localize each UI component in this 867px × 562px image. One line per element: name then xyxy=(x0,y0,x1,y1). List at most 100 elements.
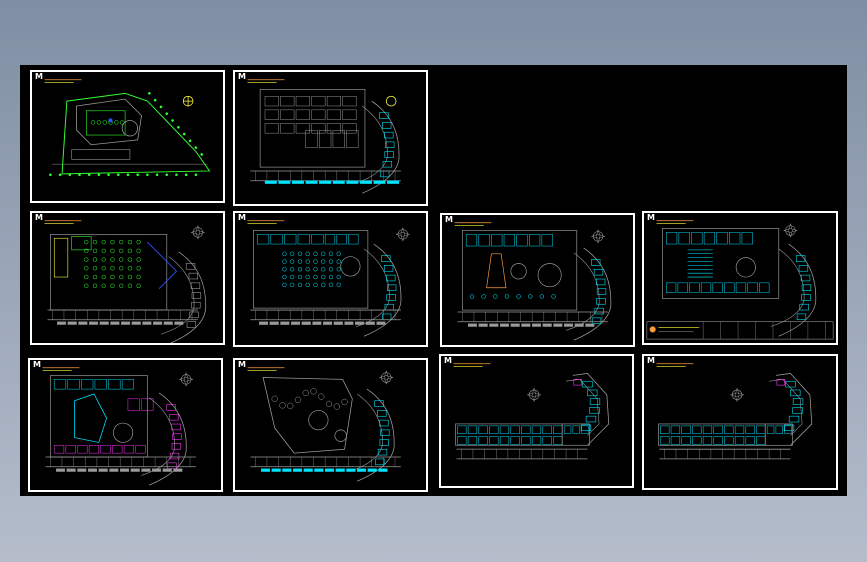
wing-room xyxy=(190,282,201,289)
wing-room xyxy=(788,415,800,423)
dining-table xyxy=(110,266,115,271)
sheet-sixth-floor[interactable]: M xyxy=(233,358,428,492)
room xyxy=(65,445,76,454)
wing-room xyxy=(801,284,812,291)
dining-table xyxy=(92,248,98,254)
room xyxy=(88,445,100,454)
sheet-title-block: M xyxy=(647,214,655,222)
sheet-typical-floor-a[interactable]: M xyxy=(439,354,634,488)
window xyxy=(163,321,173,325)
room xyxy=(678,232,690,245)
sheet-mark: M xyxy=(445,215,453,224)
tree-icon xyxy=(194,173,198,177)
room xyxy=(529,234,541,247)
tree-icon xyxy=(153,98,157,102)
room xyxy=(681,425,691,434)
window xyxy=(67,321,77,325)
sheet-basement-plan[interactable]: M xyxy=(233,70,428,206)
wing-room xyxy=(593,269,604,276)
tree-icon xyxy=(200,153,204,156)
room xyxy=(264,109,279,120)
room xyxy=(531,436,542,445)
dining-table xyxy=(136,266,141,271)
sheet-typical-floor-b[interactable]: M xyxy=(642,354,838,490)
dining-table xyxy=(84,274,89,280)
window xyxy=(332,180,345,184)
sheet-title-block: M xyxy=(238,73,246,81)
round-hall xyxy=(537,263,562,288)
dining-table xyxy=(136,274,141,280)
room xyxy=(94,379,107,390)
window xyxy=(367,468,377,472)
tree-icon xyxy=(116,173,120,177)
room xyxy=(724,282,735,293)
tree-icon xyxy=(271,395,278,402)
room xyxy=(499,425,510,434)
wing-room xyxy=(792,407,803,414)
typical-floor-a-drawing xyxy=(453,363,610,460)
wing-room xyxy=(189,311,199,319)
sheet-third-floor[interactable]: M xyxy=(440,213,635,347)
room xyxy=(112,445,123,454)
tree-icon xyxy=(146,173,149,177)
tree-icon xyxy=(107,173,110,177)
window xyxy=(130,468,140,472)
wing-room xyxy=(382,122,392,129)
dining-table xyxy=(84,283,89,288)
room xyxy=(489,425,499,434)
window xyxy=(78,321,88,325)
dining-table xyxy=(136,283,141,288)
drawing-canvas[interactable]: M M M M M M M M M M xyxy=(20,65,847,496)
room xyxy=(542,436,552,445)
wing-room xyxy=(381,255,391,262)
banquet-table xyxy=(321,259,326,264)
window xyxy=(478,323,488,327)
wing-room xyxy=(377,448,388,456)
sheet-fourth-floor[interactable]: M xyxy=(642,211,838,345)
sheet-second-floor[interactable]: M xyxy=(233,211,428,347)
banquet-table xyxy=(282,274,287,280)
room xyxy=(457,425,467,434)
sheet-mark: M xyxy=(647,356,655,365)
banquet-table xyxy=(297,282,303,288)
tree-icon xyxy=(182,132,186,136)
room xyxy=(81,379,94,390)
window xyxy=(291,321,301,325)
window xyxy=(120,468,130,472)
sheet-first-floor[interactable]: M xyxy=(30,211,225,345)
wing-room xyxy=(591,317,602,324)
lounge-table xyxy=(481,294,486,299)
tree-icon xyxy=(302,389,309,397)
floor-outline xyxy=(49,375,148,458)
banquet-table xyxy=(297,274,303,280)
room xyxy=(692,425,702,434)
tree-icon xyxy=(119,120,125,125)
window xyxy=(532,323,542,327)
curved-wing-outline xyxy=(141,397,175,476)
dining-table xyxy=(84,248,89,254)
room xyxy=(342,109,357,120)
window xyxy=(378,468,388,472)
sheet-fifth-floor[interactable]: M xyxy=(28,358,223,492)
sheet-site-plan[interactable]: M xyxy=(30,70,225,203)
window xyxy=(585,323,595,327)
banquet-table xyxy=(282,251,287,256)
curved-wing-outline xyxy=(566,252,600,331)
window xyxy=(303,468,313,472)
curved-wing-outline xyxy=(149,392,187,486)
basement-plan-drawing xyxy=(247,79,401,194)
tree-icon xyxy=(194,146,198,150)
wing-room xyxy=(171,443,182,450)
window xyxy=(173,468,183,472)
room xyxy=(280,96,295,107)
wing-room xyxy=(792,398,804,405)
room xyxy=(766,425,775,434)
room xyxy=(531,425,542,434)
dining-table xyxy=(119,257,124,262)
window xyxy=(142,321,152,325)
banquet-table xyxy=(336,259,341,264)
room xyxy=(724,425,734,434)
sheet-title-block: M xyxy=(647,356,655,365)
room xyxy=(670,436,681,445)
room xyxy=(100,445,111,454)
